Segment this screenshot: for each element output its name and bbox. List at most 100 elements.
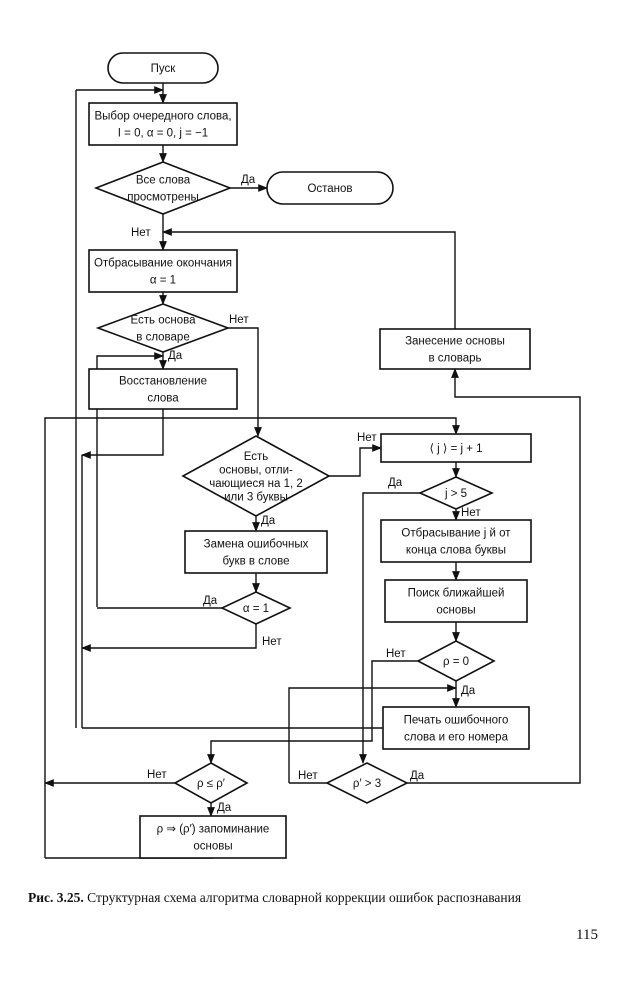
node-text: Пуск (151, 63, 177, 75)
node-text: основы, отли- (219, 464, 293, 476)
node-alpha-eq-1: α = 1 (220, 591, 292, 625)
process-shape (184, 530, 328, 574)
node-text: ρ ⇒ (ρ′) запоминание (157, 824, 270, 836)
node-text: ρ = 0 (443, 656, 469, 668)
node-rho1-gt-3: ρ′ > 3 (325, 762, 409, 804)
edge-label-yes: Да (388, 477, 403, 489)
page-number: 115 (576, 927, 598, 943)
node-text: ⟨ j ⟩ = j + 1 (429, 443, 482, 455)
node-drop-j-letters: Отбрасывание j й от конца слова буквы (380, 519, 532, 563)
decision-shape (173, 762, 249, 804)
node-text: j > 5 (444, 488, 467, 500)
terminal-shape (266, 171, 394, 205)
node-text: Есть основа (130, 315, 196, 327)
connector-line (44, 417, 460, 858)
node-text: чающиеся на 1, 2 (209, 478, 303, 490)
node-text: слова и его номера (404, 732, 509, 744)
node-add-to-dict: Занесение основы в словарь (379, 328, 531, 370)
edge-label-no: Нет (461, 507, 481, 519)
node-select-word: Выбор очередного слова, I = 0, α = 0, j =… (88, 102, 238, 146)
decision-shape (95, 303, 231, 353)
node-text: ρ′ > 3 (353, 778, 381, 790)
connector-line (81, 409, 164, 459)
terminal-shape (107, 52, 219, 84)
node-replace-letters: Замена ошибочных букв в слове (184, 530, 328, 574)
node-text: α = 1 (150, 275, 176, 287)
connector-line (329, 444, 382, 477)
node-text: Останов (307, 183, 352, 195)
edge-label-no: Нет (229, 314, 249, 326)
connector-line (407, 368, 581, 784)
node-text: I = 0, α = 0, j = −1 (118, 128, 208, 140)
node-j-gt-5: j > 5 (418, 476, 494, 510)
node-text: Все слова (136, 175, 191, 187)
node-text: Замена ошибочных (204, 539, 309, 551)
process-shape (382, 706, 530, 750)
node-drop-ending: Отбрасывание окончания α = 1 (88, 249, 238, 293)
edge-label-yes: Да (203, 595, 218, 607)
node-text: просмотрены (127, 192, 199, 204)
edge-label-no: Нет (298, 770, 318, 782)
process-shape (88, 368, 238, 410)
edge-label-yes: Да (261, 515, 276, 527)
decision-shape (181, 435, 331, 517)
connector-line (359, 492, 420, 764)
connector-line (162, 228, 456, 329)
node-print-error: Печать ошибочного слова и его номера (382, 706, 530, 750)
node-text: ρ ≤ ρ′ (197, 778, 225, 790)
edge-label-yes: Да (241, 174, 256, 186)
node-text: Печать ошибочного (404, 715, 509, 727)
edge-label-no: Нет (131, 227, 151, 239)
connector-line (96, 352, 164, 607)
node-text: в словарь (428, 353, 481, 365)
node-remember-stem: ρ ⇒ (ρ′) запоминание основы (139, 815, 287, 859)
process-shape (139, 815, 287, 859)
node-text: Есть (244, 451, 269, 463)
node-text: или 3 буквы (224, 491, 288, 503)
decision-shape (418, 476, 494, 510)
process-shape (380, 519, 532, 563)
node-j-increment: ⟨ j ⟩ = j + 1 (380, 433, 532, 463)
caption-prefix: Рис. 3.25. (28, 890, 84, 905)
node-text: Выбор очередного слова, (94, 111, 231, 123)
node-text: основы (193, 841, 232, 853)
node-all-viewed: Все слова просмотрены (93, 161, 233, 215)
edge-label-no: Нет (262, 636, 282, 648)
node-text: Отбрасывание окончания (94, 258, 232, 270)
node-start: Пуск (107, 52, 219, 84)
process-shape (379, 328, 531, 370)
node-text: конца слова буквы (406, 545, 506, 557)
connector-line (228, 327, 262, 437)
node-text: Восстановление (119, 376, 207, 388)
figure-caption: Рис. 3.25. Структурная схема алгоритма с… (28, 889, 608, 906)
edge-label-yes: Да (410, 770, 425, 782)
node-restore-word: Восстановление слова (88, 368, 238, 410)
edge-label-yes: Да (217, 802, 232, 814)
decision-shape (220, 591, 292, 625)
edge-label-no: Нет (386, 648, 406, 660)
decision-shape (416, 640, 496, 682)
node-text: букв в слове (222, 556, 289, 568)
edge-label-yes: Да (461, 685, 476, 697)
node-text: в словаре (136, 332, 189, 344)
process-shape (88, 102, 238, 146)
decision-shape (325, 762, 409, 804)
process-shape (384, 579, 528, 623)
edge-label-yes: Да (168, 350, 183, 362)
edge-label-no: Нет (357, 432, 377, 444)
node-text: слова (147, 393, 179, 405)
node-text: Отбрасывание j й от (401, 528, 511, 540)
connector-line (81, 624, 257, 652)
connectors (44, 83, 581, 859)
node-rho-le-rho1: ρ ≤ ρ′ (173, 762, 249, 804)
node-stem-in-dict: Есть основа в словаре (95, 303, 231, 353)
node-text: основы (436, 605, 475, 617)
decision-shape (93, 161, 233, 215)
node-rho-eq-0: ρ = 0 (416, 640, 496, 682)
node-text: Занесение основы (405, 336, 505, 348)
process-shape (380, 433, 532, 463)
